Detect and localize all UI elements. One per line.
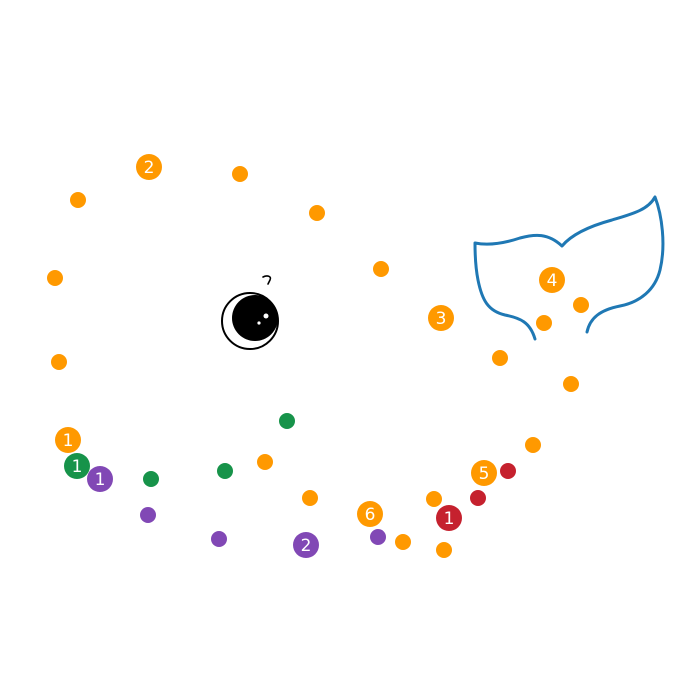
orange-dot[interactable] (70, 192, 86, 208)
numbered-dot-label: 4 (547, 271, 558, 291)
numbered-dot-label: 1 (72, 457, 83, 477)
green-dot[interactable] (143, 471, 159, 487)
orange-dot[interactable] (232, 166, 248, 182)
orange-dot[interactable] (51, 354, 67, 370)
orange-dot[interactable] (257, 454, 273, 470)
orange-dot[interactable] (47, 270, 63, 286)
numbered-dot-circle[interactable] (428, 305, 454, 331)
numbered-dot-label: 3 (436, 309, 447, 329)
numbered-dot-orange-5[interactable]: 5 (471, 460, 497, 486)
orange-dot[interactable] (536, 315, 552, 331)
numbered-dot-circle[interactable] (87, 466, 113, 492)
numbered-dot-red-1[interactable]: 1 (436, 505, 462, 531)
numbered-dot-purple-1[interactable]: 1 (87, 466, 113, 492)
orange-dot[interactable] (426, 491, 442, 507)
eye-highlight-small (257, 321, 261, 325)
numbered-dot-green-1[interactable]: 1 (64, 453, 90, 479)
numbered-dot-circle[interactable] (436, 505, 462, 531)
eyebrow-mark (262, 275, 272, 285)
numbered-dot-circle[interactable] (357, 501, 383, 527)
orange-dot[interactable] (395, 534, 411, 550)
tail-outline (473, 195, 665, 341)
numbered-dot-label: 5 (479, 464, 490, 484)
orange-dot[interactable] (492, 350, 508, 366)
numbered-dot-circle[interactable] (64, 453, 90, 479)
numbered-dot-circle[interactable] (55, 427, 81, 453)
whale-tail (473, 195, 665, 341)
numbered-dot-label: 2 (144, 158, 155, 178)
numbered-dot-orange-4[interactable]: 4 (539, 267, 565, 293)
numbered-dot-orange-6[interactable]: 6 (357, 501, 383, 527)
orange-dot[interactable] (436, 542, 452, 558)
orange-dot[interactable] (563, 376, 579, 392)
numbered-dot-purple-2[interactable]: 2 (293, 532, 319, 558)
numbered-dot-circle[interactable] (471, 460, 497, 486)
whale-eye (221, 275, 279, 350)
green-dot[interactable] (217, 463, 233, 479)
numbered-dot-circle[interactable] (136, 154, 162, 180)
numbered-dot-label: 6 (365, 505, 376, 525)
red-dot[interactable] (470, 490, 486, 506)
numbered-dot-orange-1[interactable]: 1 (55, 427, 81, 453)
orange-dot[interactable] (373, 261, 389, 277)
numbered-dot-label: 1 (444, 509, 455, 529)
eye-highlight-large (263, 313, 269, 319)
purple-dot[interactable] (140, 507, 156, 523)
numbered-dot-orange-2[interactable]: 2 (136, 154, 162, 180)
orange-dot[interactable] (573, 297, 589, 313)
green-dot[interactable] (279, 413, 295, 429)
numbered-dot-label: 2 (301, 536, 312, 556)
purple-dot[interactable] (211, 531, 227, 547)
numbered-dot-circle[interactable] (293, 532, 319, 558)
red-dot[interactable] (500, 463, 516, 479)
numbered-dot-orange-3[interactable]: 3 (428, 305, 454, 331)
purple-dot[interactable] (370, 529, 386, 545)
orange-dot[interactable] (525, 437, 541, 453)
numbered-dot-label: 1 (95, 470, 106, 490)
dots-layer (47, 166, 589, 558)
orange-dot[interactable] (302, 490, 318, 506)
eye-pupil (232, 295, 278, 341)
numbered-dot-circle[interactable] (539, 267, 565, 293)
numbered-dot-label: 1 (63, 431, 74, 451)
orange-dot[interactable] (309, 205, 325, 221)
